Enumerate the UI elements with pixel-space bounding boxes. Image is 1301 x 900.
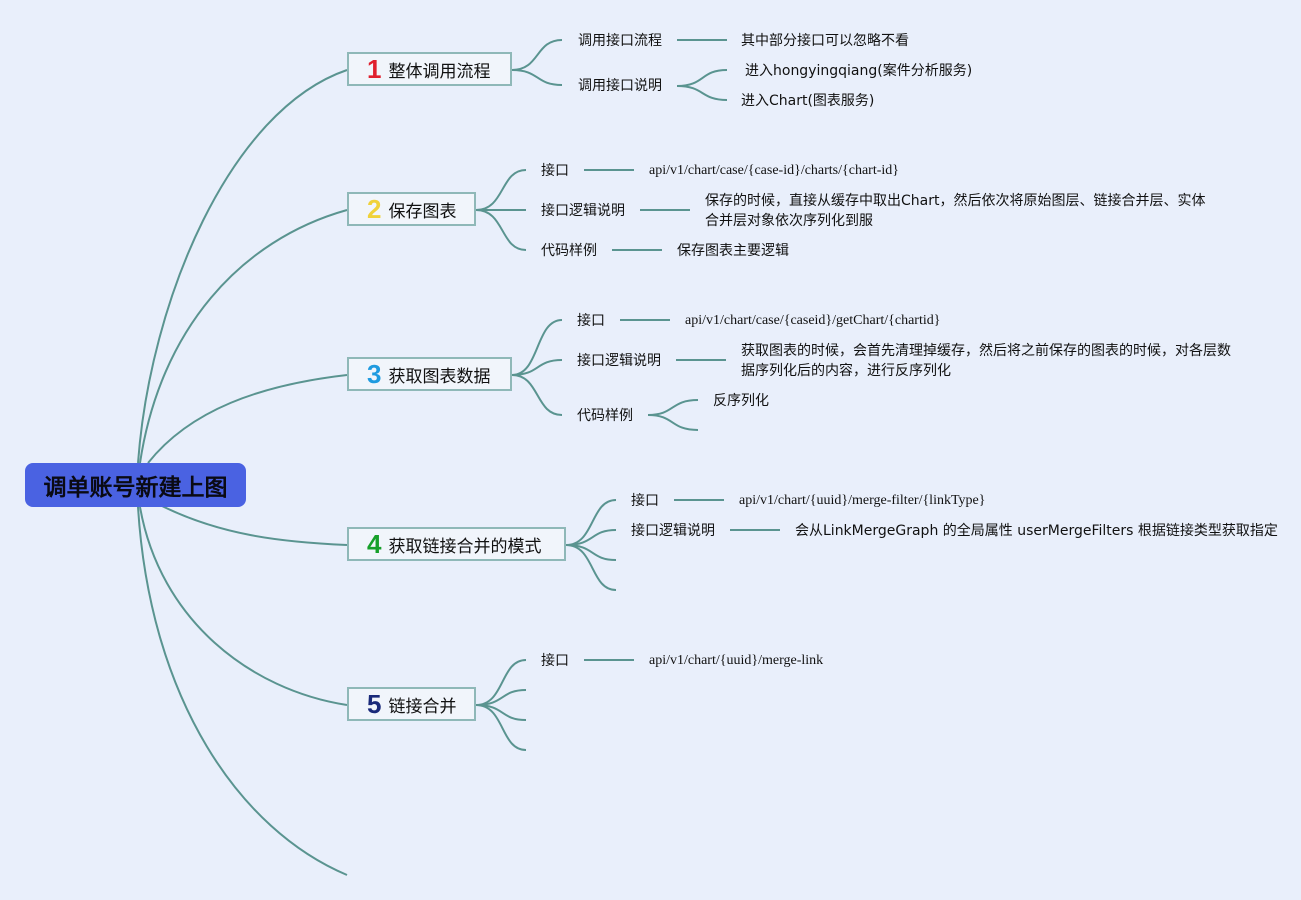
detail-text[interactable]: 据序列化后的内容，进行反序列化	[741, 363, 951, 379]
topic-5[interactable]: 5 链接合并	[347, 687, 476, 721]
number-3-icon: 3	[367, 358, 382, 389]
topic-label: 获取链接合并的模式	[388, 536, 542, 557]
detail-text[interactable]: 进入hongyingqiang(案件分析服务)	[745, 63, 973, 79]
subtopic[interactable]: 接口逻辑说明	[577, 353, 661, 369]
topic-label: 获取图表数据	[388, 366, 491, 387]
root-label: 调单账号新建上图	[43, 475, 228, 501]
subtopic[interactable]: 接口	[541, 653, 569, 669]
topic-label: 保存图表	[388, 201, 457, 222]
number-5-icon: 5	[367, 688, 382, 719]
detail-text[interactable]: 保存图表主要逻辑	[677, 243, 789, 259]
number-4-icon: 4	[367, 528, 382, 559]
detail-text[interactable]: 会从LinkMergeGraph 的全局属性 userMergeFilters …	[795, 523, 1278, 539]
topic-3[interactable]: 3 获取图表数据	[347, 357, 512, 391]
subtopic[interactable]: 代码样例	[577, 408, 633, 424]
subtopic[interactable]: 调用接口说明	[578, 78, 662, 94]
topic-1[interactable]: 1 整体调用流程	[347, 52, 512, 86]
topic-label: 链接合并	[388, 696, 457, 717]
subtopic[interactable]: 接口	[631, 493, 659, 509]
topic-2[interactable]: 2 保存图表	[347, 192, 476, 226]
subtopic[interactable]: 代码样例	[541, 243, 597, 259]
detail-text[interactable]: 合并层对象依次序列化到服	[705, 213, 873, 229]
detail-text[interactable]: 其中部分接口可以忽略不看	[741, 33, 909, 49]
detail-text[interactable]: 反序列化	[713, 393, 769, 409]
api-path[interactable]: api/v1/chart/case/{case-id}/charts/{char…	[649, 163, 899, 178]
subtopic[interactable]: 接口	[541, 163, 569, 179]
subtopic[interactable]: 调用接口流程	[578, 33, 662, 49]
api-path[interactable]: api/v1/chart/{uuid}/merge-link	[649, 653, 824, 668]
topic-4[interactable]: 4 获取链接合并的模式	[347, 527, 566, 561]
subtopic[interactable]: 接口	[577, 313, 605, 329]
detail-text[interactable]: 获取图表的时候，会首先清理掉缓存，然后将之前保存的图表的时候，对各层数	[741, 343, 1231, 359]
root-node[interactable]: 调单账号新建上图	[25, 463, 246, 507]
api-path[interactable]: api/v1/chart/{uuid}/merge-filter/{linkTy…	[739, 493, 986, 508]
api-path[interactable]: api/v1/chart/case/{caseid}/getChart/{cha…	[685, 313, 941, 328]
detail-text[interactable]: 进入Chart(图表服务)	[741, 93, 875, 109]
number-2-icon: 2	[367, 193, 382, 224]
detail-text[interactable]: 保存的时候，直接从缓存中取出Chart，然后依次将原始图层、链接合并层、实体	[705, 193, 1206, 209]
topic-label: 整体调用流程	[388, 61, 491, 82]
number-1-icon: 1	[367, 53, 382, 84]
subtopic[interactable]: 接口逻辑说明	[631, 523, 715, 539]
subtopic[interactable]: 接口逻辑说明	[541, 203, 625, 219]
